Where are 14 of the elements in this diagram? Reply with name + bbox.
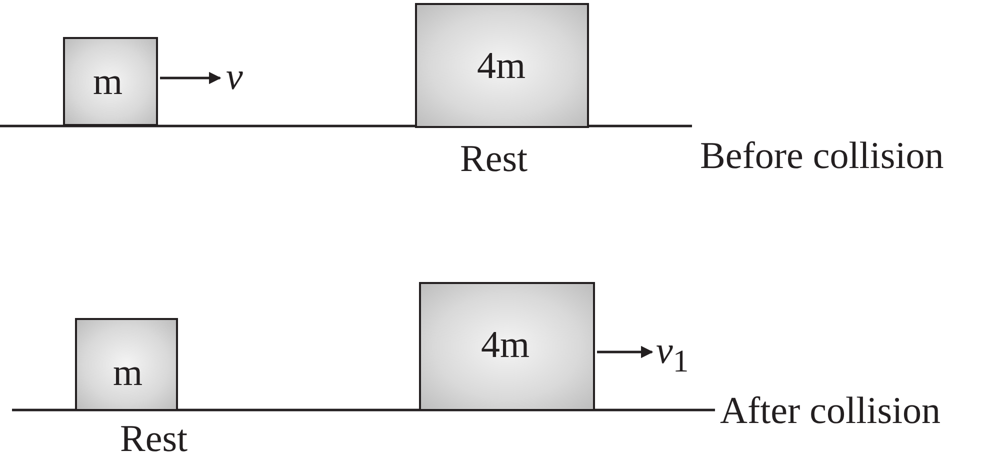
state-label: Rest [120,420,188,458]
mass-block [75,318,178,411]
mass-block [415,3,589,128]
mass-label: 4m [477,47,526,85]
state-caption: Before collision [700,137,944,175]
mass-block [419,282,595,411]
state-caption: After collision [720,392,941,430]
velocity-label: v [226,58,243,96]
state-label: Rest [460,140,528,178]
mass-block [63,37,158,126]
mass-label: m [93,63,123,101]
velocity-label: v$_{1}$ [656,332,689,378]
mass-label: m [113,354,143,392]
mass-label: 4m [481,326,530,364]
